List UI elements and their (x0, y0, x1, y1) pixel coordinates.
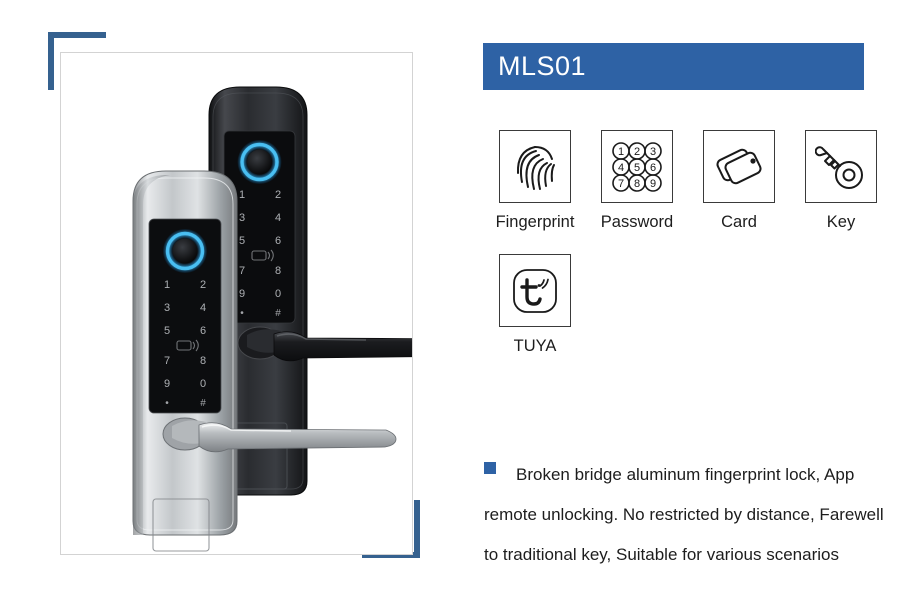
svg-text:6: 6 (200, 325, 206, 337)
svg-text:8: 8 (200, 355, 206, 367)
svg-text:1: 1 (164, 279, 170, 291)
svg-text:2: 2 (275, 189, 281, 201)
svg-text:1: 1 (618, 146, 624, 158)
svg-text:9: 9 (164, 378, 170, 390)
svg-text:9: 9 (650, 178, 656, 190)
card-icon (716, 148, 762, 184)
svg-text:6: 6 (275, 235, 281, 247)
svg-text:3: 3 (164, 302, 170, 314)
svg-text:7: 7 (239, 265, 245, 277)
svg-text:4: 4 (618, 162, 624, 174)
feature-label: Fingerprint (495, 213, 575, 231)
feature-key: Key (790, 130, 892, 232)
description-line-3: to traditional key, Suitable for various… (484, 545, 839, 564)
svg-text:1: 1 (239, 189, 245, 201)
spec-panel: MLS01 Fingerprint (460, 0, 920, 605)
feature-label: TUYA (513, 337, 557, 355)
svg-text:3: 3 (650, 146, 656, 158)
description-text-1: Broken bridge aluminum fingerprint lock,… (516, 465, 855, 484)
feature-card: Card (688, 130, 790, 232)
svg-text:0: 0 (200, 378, 206, 390)
svg-text:7: 7 (164, 355, 170, 367)
feature-label: Key (826, 213, 856, 231)
key-icon (815, 145, 863, 189)
product-photo-panel: 1 2 3 4 5 6 7 8 9 0 • # (48, 32, 420, 558)
product-image: 1 2 3 4 5 6 7 8 9 0 • # (61, 53, 412, 554)
svg-text:0: 0 (275, 288, 281, 300)
svg-text:#: # (200, 398, 206, 409)
svg-text:7: 7 (618, 178, 624, 190)
svg-text:#: # (275, 308, 281, 319)
svg-text:6: 6 (650, 162, 656, 174)
fingerprint-icon (516, 146, 555, 190)
silver-lock-unit: 1 2 3 4 5 6 7 8 9 0 • # (132, 170, 397, 552)
feature-label: Card (721, 213, 757, 231)
svg-text:4: 4 (200, 302, 206, 314)
key-icon-box (805, 130, 877, 203)
page-title: MLS01 (498, 51, 587, 81)
svg-text:•: • (165, 398, 169, 409)
description-line-1: Broken bridge aluminum fingerprint lock,… (484, 455, 894, 495)
description-line-2: remote unlocking. No restricted by dista… (484, 505, 884, 524)
tuya-icon-box (499, 254, 571, 327)
model-title-bar: MLS01 (483, 43, 864, 90)
tuya-icon (513, 268, 557, 313)
svg-text:3: 3 (239, 212, 245, 224)
svg-text:5: 5 (164, 325, 170, 337)
svg-text:5: 5 (239, 235, 245, 247)
svg-text:9: 9 (239, 288, 245, 300)
corner-bracket-top-left (48, 32, 106, 90)
svg-text:8: 8 (275, 265, 281, 277)
card-icon-box (703, 130, 775, 203)
bullet-square-icon (484, 462, 496, 474)
svg-text:2: 2 (634, 146, 640, 158)
product-description: Broken bridge aluminum fingerprint lock,… (484, 455, 894, 575)
corner-bracket-bottom-right (362, 500, 420, 558)
svg-text:8: 8 (634, 178, 640, 190)
svg-text:2: 2 (200, 279, 206, 291)
photo-frame: 1 2 3 4 5 6 7 8 9 0 • # (60, 52, 413, 555)
feature-fingerprint: Fingerprint (484, 130, 586, 232)
svg-text:•: • (240, 308, 244, 319)
svg-text:4: 4 (275, 212, 281, 224)
fingerprint-icon-box (499, 130, 571, 203)
feature-tuya: TUYA (484, 254, 586, 356)
feature-label: Password (600, 213, 674, 231)
svg-text:5: 5 (634, 162, 640, 174)
